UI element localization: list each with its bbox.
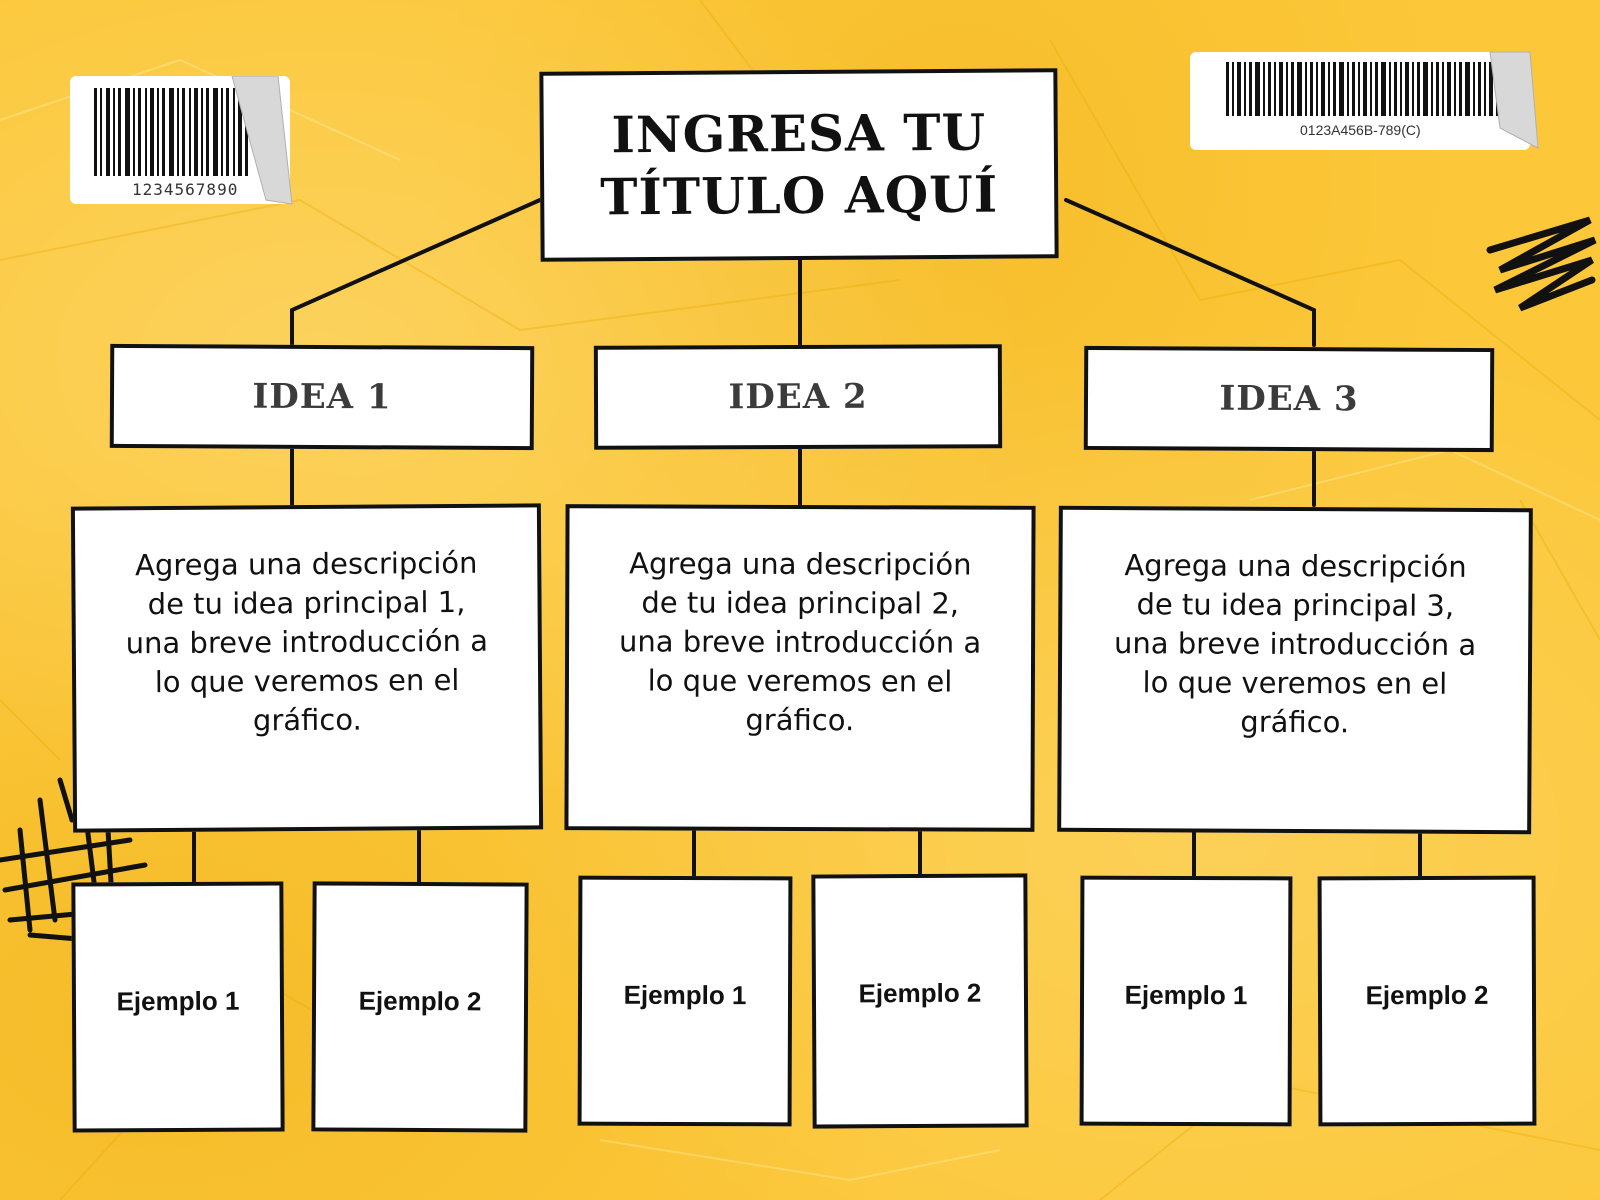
example-label: Ejemplo 2 <box>858 977 982 1009</box>
idea-box-1: IDEA 1 <box>109 343 535 451</box>
description-text: Agrega una descripción de tu idea princi… <box>125 545 489 738</box>
example-label: Ejemplo 1 <box>623 979 747 1011</box>
example-box-1-1: Ejemplo 1 <box>71 881 285 1133</box>
description-text: Agrega una descripción de tu idea princi… <box>618 546 982 738</box>
example-box-2-2: Ejemplo 2 <box>811 873 1029 1129</box>
example-box-3-2: Ejemplo 2 <box>1317 875 1537 1127</box>
barcode-number-left: 1234567890 <box>132 180 239 199</box>
example-box-1-2: Ejemplo 2 <box>311 881 529 1133</box>
page-title: INGRESA TU TÍTULO AQUÍ <box>600 102 999 227</box>
idea-box-2: IDEA 2 <box>593 344 1003 450</box>
example-box-3-1: Ejemplo 1 <box>1079 875 1293 1127</box>
barcode-number-right: 0123A456B-789(C) <box>1300 122 1421 138</box>
idea-label: IDEA 2 <box>728 376 868 418</box>
example-label: Ejemplo 1 <box>1124 979 1248 1011</box>
description-box-3: Agrega una descripción de tu idea princi… <box>1057 505 1533 835</box>
title-box: INGRESA TU TÍTULO AQUÍ <box>539 68 1059 262</box>
description-text: Agrega una descripción de tu idea princi… <box>1113 548 1477 740</box>
example-label: Ejemplo 2 <box>358 985 482 1017</box>
description-box-1: Agrega una descripción de tu idea princi… <box>70 503 544 833</box>
description-box-2: Agrega una descripción de tu idea princi… <box>564 504 1036 832</box>
barcode-sticker-right <box>1190 51 1539 150</box>
barcode-sticker-left <box>70 76 293 205</box>
idea-label: IDEA 3 <box>1219 378 1359 420</box>
example-label: Ejemplo 1 <box>116 985 240 1017</box>
barcode-bars <box>1226 62 1499 116</box>
example-label: Ejemplo 2 <box>1365 979 1489 1011</box>
scribble-decoration-right <box>1486 216 1597 312</box>
example-box-2-1: Ejemplo 1 <box>577 875 793 1127</box>
barcode-bars <box>94 88 248 176</box>
idea-box-3: IDEA 3 <box>1083 345 1495 453</box>
idea-label: IDEA 1 <box>252 376 392 418</box>
